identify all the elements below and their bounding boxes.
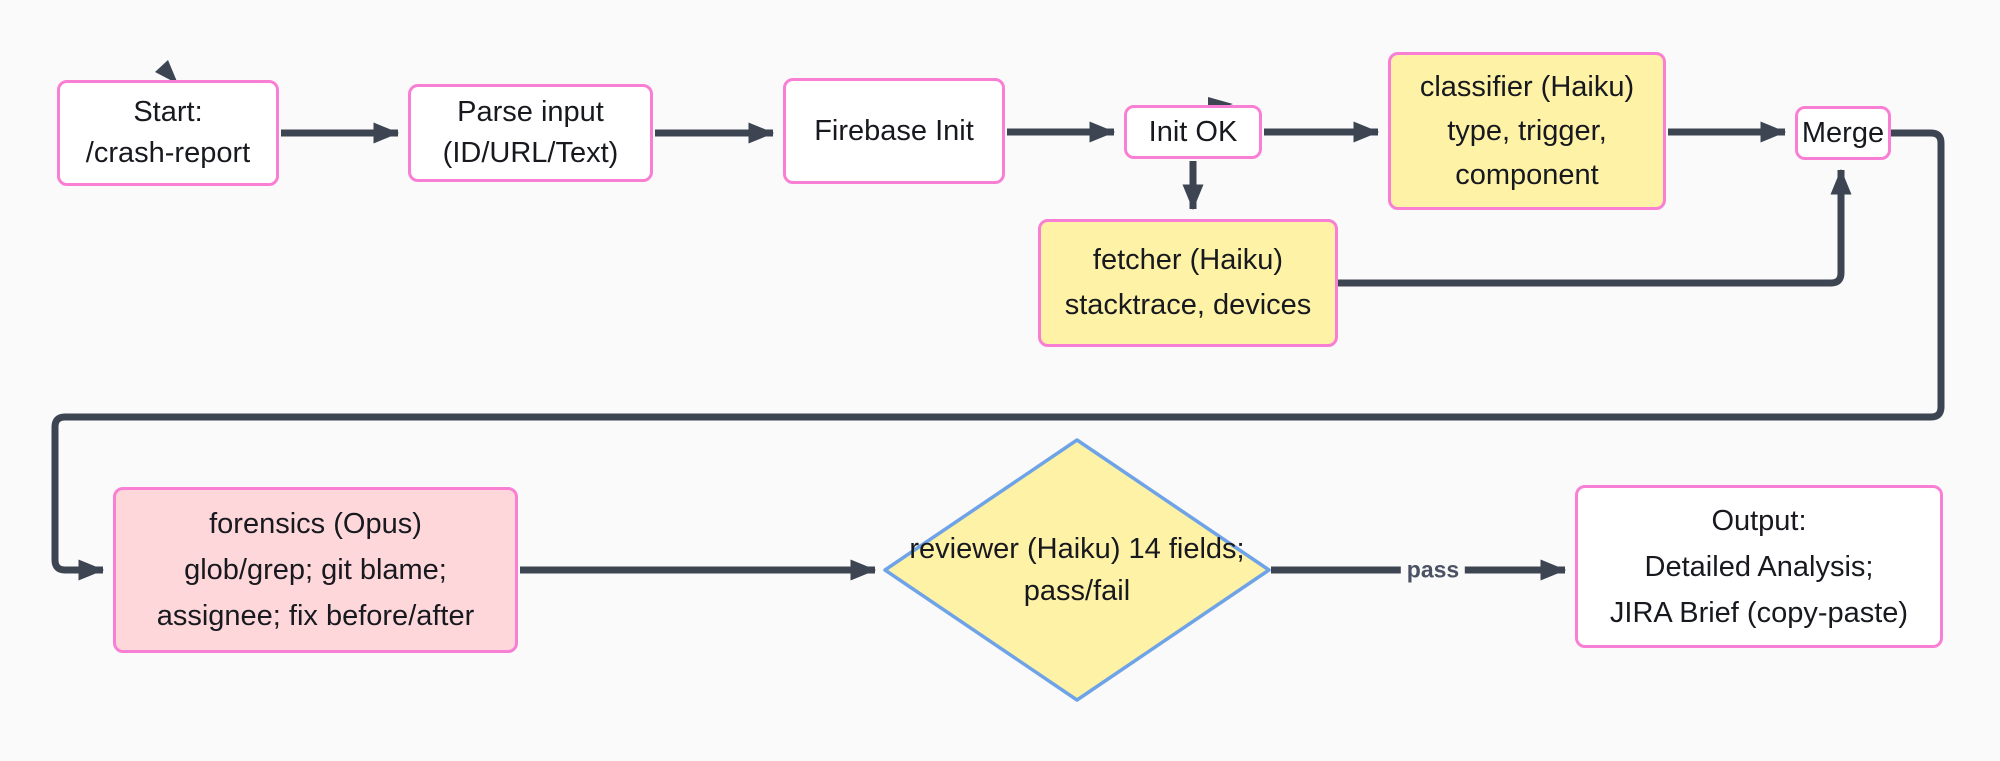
node-reviewer: reviewer (Haiku) 14 fields; pass/fail xyxy=(897,485,1257,655)
stray-arrowhead-start-icon xyxy=(155,60,178,84)
node-fetcher: fetcher (Haiku) stacktrace, devices xyxy=(1038,219,1338,347)
node-output-label: JIRA Brief (copy-paste) xyxy=(1609,596,1909,629)
node-reviewer-label: (Haiku) xyxy=(1027,533,1121,565)
node-parse-label: (ID/URL/Text) xyxy=(442,137,619,169)
node-classifier-label: classifier (Haiku) xyxy=(1419,71,1635,103)
edge-merge-forensics xyxy=(51,129,1945,581)
node-reviewer-diamond-shape xyxy=(883,438,1271,702)
node-reviewer-label: 14 fields; pass/fail xyxy=(1023,533,1245,607)
node-classifier-label: component xyxy=(1455,159,1599,191)
node-merge: Merge xyxy=(1795,106,1891,160)
node-forensics-label: forensics (Opus) xyxy=(209,508,422,540)
node-merge-label: Merge xyxy=(1801,116,1885,149)
node-parse-input: Parse input (ID/URL/Text) xyxy=(408,84,653,182)
node-fetcher-label: stacktrace, devices xyxy=(1064,289,1312,321)
node-classifier: classifier (Haiku) type, trigger, compon… xyxy=(1388,52,1666,210)
node-parse-label: Parse input xyxy=(457,96,604,128)
node-classifier-label: type, trigger, xyxy=(1447,115,1607,147)
node-output: Output: Detailed Analysis; JIRA Brief (c… xyxy=(1575,485,1943,648)
node-init-ok-label: Init OK xyxy=(1148,115,1238,148)
node-start-label: Start: xyxy=(133,96,203,128)
edge-fetcher-merge xyxy=(1338,168,1852,287)
node-start: Start: /crash-report xyxy=(57,80,279,186)
node-init-ok: Init OK xyxy=(1124,105,1262,159)
node-fetcher-label: fetcher (Haiku) xyxy=(1092,244,1284,276)
node-firebase-label: Firebase Init xyxy=(814,114,974,147)
node-output-label: Output: xyxy=(1711,504,1807,537)
node-forensics: forensics (Opus) glob/grep; git blame; a… xyxy=(113,487,518,653)
edge-label-pass: pass xyxy=(1400,555,1466,585)
node-output-label: Detailed Analysis; xyxy=(1644,550,1874,583)
node-reviewer-label: reviewer xyxy=(909,533,1019,565)
node-start-label: /crash-report xyxy=(85,137,251,169)
node-forensics-label: glob/grep; git blame; xyxy=(184,554,447,586)
node-forensics-label: assignee; fix before/after xyxy=(156,600,475,632)
node-firebase-init: Firebase Init xyxy=(783,78,1005,184)
